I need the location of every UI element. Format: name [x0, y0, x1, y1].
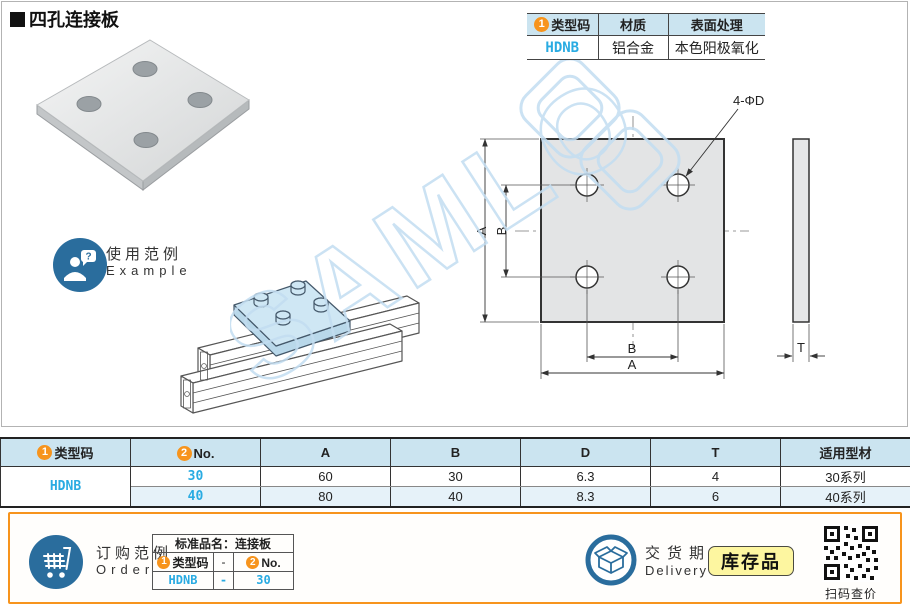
hole — [76, 96, 102, 112]
order-sep-value: - — [213, 570, 234, 590]
badge-2-icon: 2 — [246, 556, 260, 570]
cell-series: 30系列 — [780, 466, 910, 487]
order-std-name-row: 标准品名：连接板 — [152, 534, 294, 553]
example-label-en: Example — [106, 263, 192, 278]
std-name-label: 标准品名： — [174, 537, 235, 551]
delivery-label-cn: 交货期 — [645, 545, 712, 562]
spec-type-code: HDNB — [527, 35, 599, 60]
size-row-30: HDNB 30 60 30 6.3 4 30系列 — [0, 466, 910, 508]
col-d: D — [520, 437, 651, 467]
cell-b: 30 — [390, 466, 521, 487]
cell-b: 40 — [390, 486, 521, 508]
badge-2-icon: 2 — [176, 446, 192, 461]
std-name: 连接板 — [235, 537, 272, 551]
title-square-marker — [10, 11, 25, 27]
badge-1-icon: 1 — [534, 17, 550, 32]
order-label-en: Order — [96, 562, 155, 577]
qr-code — [822, 524, 880, 582]
cell-t: 6 — [650, 486, 781, 508]
cell-code: HDNB — [0, 466, 131, 508]
cell-no: 40 — [130, 486, 261, 508]
example-label-cn: 使用范例 — [106, 246, 183, 263]
cell-series: 40系列 — [780, 486, 910, 508]
order-value-row: HDNB - 30 — [152, 570, 294, 590]
cell-d: 8.3 — [520, 486, 651, 508]
order-code-value: HDNB — [152, 570, 214, 590]
col-t: T — [650, 437, 781, 467]
dim-b-bottom: B — [628, 341, 637, 356]
hole — [133, 132, 159, 148]
badge-1-icon: 1 — [37, 445, 53, 460]
spec-table-data-row: HDNB 铝合金 本色阳极氧化 — [527, 35, 765, 60]
product-photo — [36, 39, 250, 192]
cart-icon — [29, 535, 83, 589]
badge-1-icon: 1 — [157, 555, 171, 569]
delivery-icon — [585, 534, 637, 586]
qr-caption: 扫码查价 — [824, 587, 877, 601]
svg-text:?: ? — [85, 252, 91, 263]
size-row-40: 40 80 40 8.3 6 40系列 — [1, 486, 910, 508]
order-no-value: 30 — [233, 570, 294, 590]
dim-t: T — [797, 340, 805, 355]
spec-material: 铝合金 — [598, 35, 669, 60]
example-icon: ? — [53, 238, 107, 292]
technical-drawing: 4-ΦD A B B A T — [474, 93, 825, 379]
usage-illustration — [180, 280, 420, 414]
page-title: 四孔连接板 — [10, 6, 119, 32]
spec-finish: 本色阳极氧化 — [668, 35, 765, 60]
col-series: 适用型材 — [780, 437, 910, 467]
col-b: B — [390, 437, 521, 467]
col-a: A — [260, 437, 391, 467]
dim-a-bottom: A — [628, 357, 637, 372]
order-label-cn: 订购范例 — [96, 545, 173, 562]
dim-b-left: B — [494, 227, 509, 236]
drawing-area-frame — [1, 1, 908, 427]
cell-a: 80 — [260, 486, 391, 508]
spec-header-material: 材质 — [598, 13, 669, 36]
hole — [187, 92, 213, 108]
cell-t: 4 — [650, 466, 781, 487]
drawing-holes-label: 4-ΦD — [733, 93, 764, 108]
cell-a: 60 — [260, 466, 391, 487]
delivery-label-en: Delivery — [645, 563, 708, 578]
cell-d: 6.3 — [520, 466, 651, 487]
spec-header-finish: 表面处理 — [668, 13, 765, 36]
cell-no: 30 — [130, 466, 261, 487]
order-sep: - — [213, 552, 234, 572]
page-title-text: 四孔连接板 — [29, 10, 119, 30]
hole — [132, 61, 158, 77]
stock-badge: 库存品 — [708, 546, 794, 576]
dim-a-left: A — [474, 226, 489, 235]
